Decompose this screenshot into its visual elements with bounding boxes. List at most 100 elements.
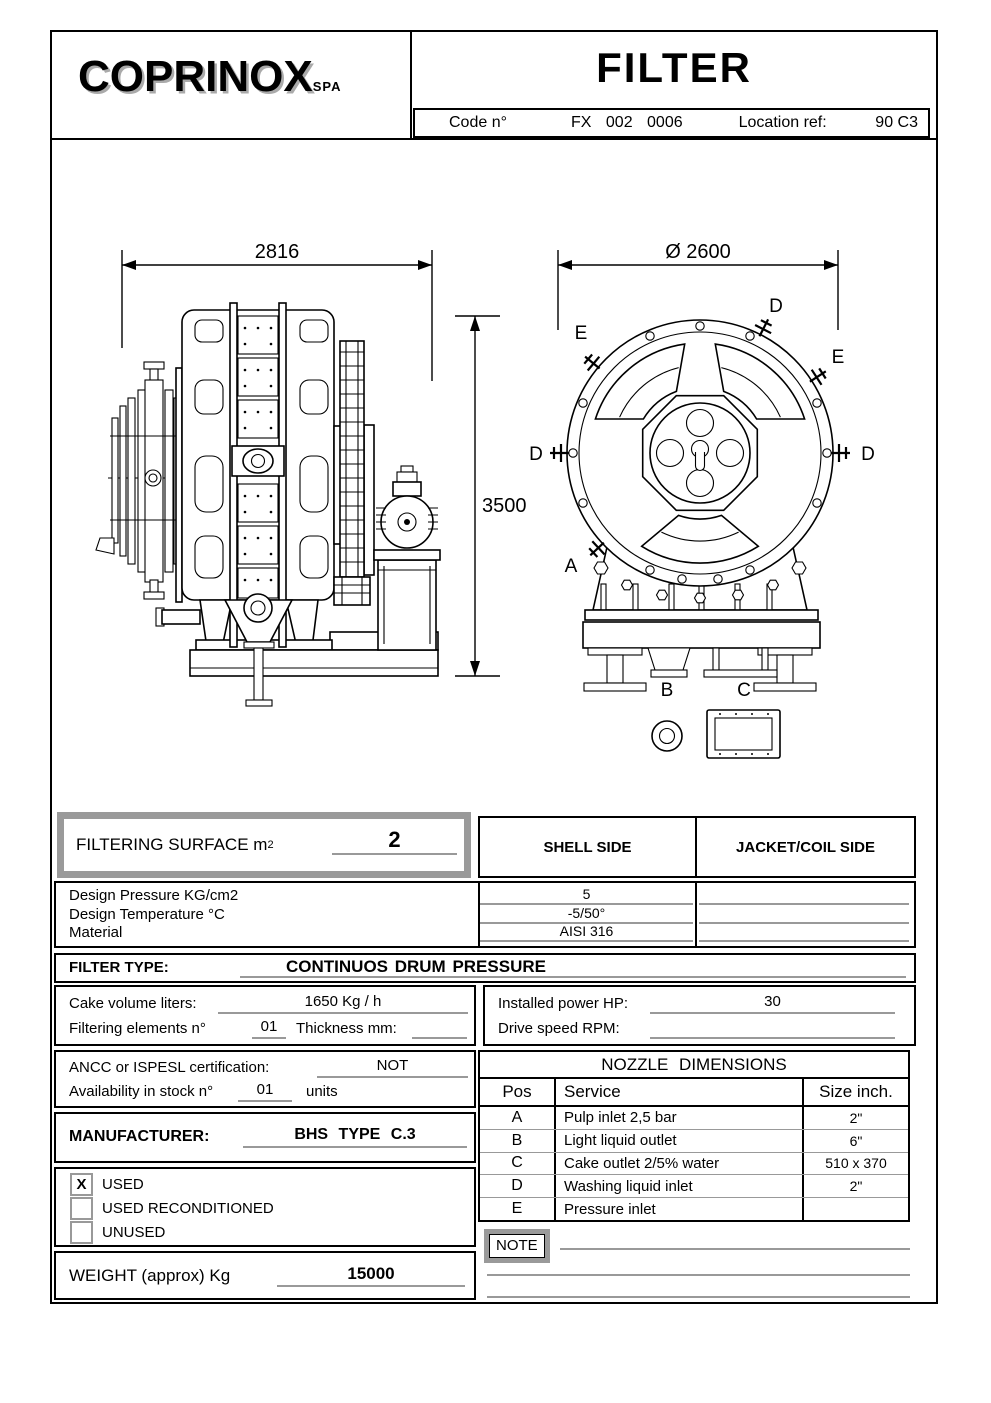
code-bar: Code n° FX 002 0006 Location ref: 90 C3 xyxy=(413,108,930,138)
condition-box: X USED USED RECONDITIONED UNUSED xyxy=(54,1167,476,1247)
filter-type-underline xyxy=(240,976,906,978)
design-pressure-label: Design Pressure KG/cm2 xyxy=(69,887,239,904)
nozzle-row-d: D Washing liquid inlet 2" xyxy=(480,1175,908,1199)
code-value: FX 002 0006 xyxy=(571,114,683,131)
manufacturer-box: MANUFACTURER: BHS TYPE C.3 xyxy=(54,1112,476,1163)
nozzle-label-b: B xyxy=(661,680,674,701)
checkbox-unused[interactable] xyxy=(70,1221,93,1244)
sides-header-table: SHELL SIDE JACKET/COIL SIDE xyxy=(478,816,916,878)
filtering-elements-label: Filtering elements n° xyxy=(69,1020,206,1037)
nozzle-label-d-top: D xyxy=(769,296,783,317)
nozzle-size: 2" xyxy=(802,1107,908,1129)
nozzle-label-d-west: D xyxy=(529,444,543,465)
jacket-side-header: JACKET/COIL SIDE xyxy=(736,838,875,856)
material-jacket-value xyxy=(699,923,909,942)
thickness-value xyxy=(412,1018,467,1039)
nozzle-stubs xyxy=(550,318,850,558)
installed-power-value: 30 xyxy=(650,993,895,1014)
panel-bolt-dots xyxy=(243,326,273,582)
stock-value: 01 xyxy=(238,1081,292,1102)
note-line-2[interactable] xyxy=(487,1274,910,1276)
weight-value: 15000 xyxy=(277,1264,465,1287)
cake-volume-label: Cake volume liters: xyxy=(69,995,197,1012)
weight-box: WEIGHT (approx) Kg 15000 xyxy=(54,1251,476,1300)
nozzle-header-pos: Pos xyxy=(480,1079,556,1105)
manufacturer-label: MANUFACTURER: xyxy=(69,1128,210,1145)
nozzle-label-d-east: D xyxy=(861,444,875,465)
manufacturer-value: BHS TYPE C.3 xyxy=(243,1126,467,1148)
certification-box: ANCC or ISPESL certification: NOT Availa… xyxy=(54,1050,476,1108)
note-box: NOTE xyxy=(484,1229,550,1263)
dimension-diameter: Ø 2600 xyxy=(557,241,839,330)
filter-type-label: FILTER TYPE: xyxy=(69,959,169,976)
logo-suffix: SPA xyxy=(312,79,342,94)
filter-type-value: CONTINUOS DRUM PRESSURE xyxy=(286,957,546,976)
nozzle-label-c: C xyxy=(737,680,751,701)
stock-units-label: units xyxy=(306,1083,338,1100)
note-line-3[interactable] xyxy=(487,1296,910,1298)
cake-volume-value: 1650 Kg / h xyxy=(218,993,468,1014)
checkbox-used-label: USED xyxy=(102,1176,144,1193)
logo-text: COPRINOX xyxy=(78,52,313,101)
nozzle-header-service: Service xyxy=(564,1082,621,1101)
nozzle-size: 6" xyxy=(802,1129,908,1152)
nozzle-service: Cake outlet 2/5% water xyxy=(564,1154,720,1172)
logo-cell: COPRINOXSPA xyxy=(52,32,412,138)
nozzle-service: Pressure inlet xyxy=(564,1200,656,1218)
location-label: Location ref: xyxy=(738,114,827,131)
nozzle-row-a: A Pulp inlet 2,5 bar 2" xyxy=(480,1107,908,1130)
design-divider-1 xyxy=(478,883,480,946)
note-label: NOTE xyxy=(489,1234,545,1258)
page-title: FILTER xyxy=(596,44,752,91)
nozzle-size: 510 x 370 xyxy=(802,1152,908,1175)
design-temperature-jacket-value xyxy=(699,905,909,924)
nozzle-pos: D xyxy=(480,1175,556,1198)
filtering-surface-sup: 2 xyxy=(267,839,274,851)
nozzle-pos: B xyxy=(480,1129,556,1152)
code-label: Code n° xyxy=(449,114,507,131)
filtering-elements-value: 01 xyxy=(252,1018,286,1039)
header-divider xyxy=(52,138,936,140)
note-line-1[interactable] xyxy=(560,1248,910,1250)
design-pressure-shell-value: 5 xyxy=(480,886,693,905)
nozzle-service: Light liquid outlet xyxy=(564,1132,677,1150)
nozzle-table: NOZZLE DIMENSIONS Pos Service Size inch.… xyxy=(478,1050,910,1222)
dim-width-label: 2816 xyxy=(255,241,300,263)
technical-drawing: 2816 3500 Ø 2600 xyxy=(95,241,875,759)
side-view xyxy=(95,302,441,707)
design-divider-2 xyxy=(695,883,697,946)
dim-height-label: 3500 xyxy=(482,495,527,517)
checkbox-used-reconditioned[interactable] xyxy=(70,1197,93,1220)
filter-type-box: FILTER TYPE: CONTINUOS DRUM PRESSURE xyxy=(54,953,916,983)
material-shell-value: AISI 316 xyxy=(480,923,693,942)
drive-speed-label: Drive speed RPM: xyxy=(498,1020,620,1037)
filtering-surface-value: 2 xyxy=(332,827,457,855)
nozzle-pos: C xyxy=(480,1152,556,1175)
rim-bolts xyxy=(568,321,832,584)
filtering-surface-label: FILTERING SURFACE m xyxy=(76,835,268,854)
nozzle-service: Pulp inlet 2,5 bar xyxy=(564,1109,677,1127)
nozzle-label-e-left: E xyxy=(575,323,588,344)
nozzle-pos: A xyxy=(480,1107,556,1129)
flange-details xyxy=(651,709,781,759)
cake-box: Cake volume liters: 1650 Kg / h Filterin… xyxy=(54,985,476,1046)
drive-speed-value xyxy=(650,1018,895,1039)
weight-label: WEIGHT (approx) Kg xyxy=(69,1266,231,1285)
dimension-height: 3500 xyxy=(455,315,527,677)
nozzle-service: Washing liquid inlet xyxy=(564,1177,693,1195)
company-logo: COPRINOXSPA xyxy=(78,52,341,102)
location-value: 90 C3 xyxy=(875,114,918,131)
material-label: Material xyxy=(69,924,123,941)
nozzle-row-e: E Pressure inlet xyxy=(480,1198,908,1220)
dimension-width: 2816 xyxy=(121,241,433,381)
design-pressure-jacket-value xyxy=(699,886,909,905)
installed-power-label: Installed power HP: xyxy=(498,995,629,1012)
nozzle-pos: E xyxy=(480,1198,556,1220)
nozzle-row-c: C Cake outlet 2/5% water 510 x 370 xyxy=(480,1152,908,1176)
power-box: Installed power HP: 30 Drive speed RPM: xyxy=(483,985,916,1046)
sheet-border: COPRINOXSPA FILTER Code n° FX 002 0006 L… xyxy=(50,30,938,1304)
nozzle-label-a: A xyxy=(565,556,578,577)
checkbox-used[interactable]: X xyxy=(70,1173,93,1196)
design-temperature-shell-value: -5/50° xyxy=(480,905,693,924)
